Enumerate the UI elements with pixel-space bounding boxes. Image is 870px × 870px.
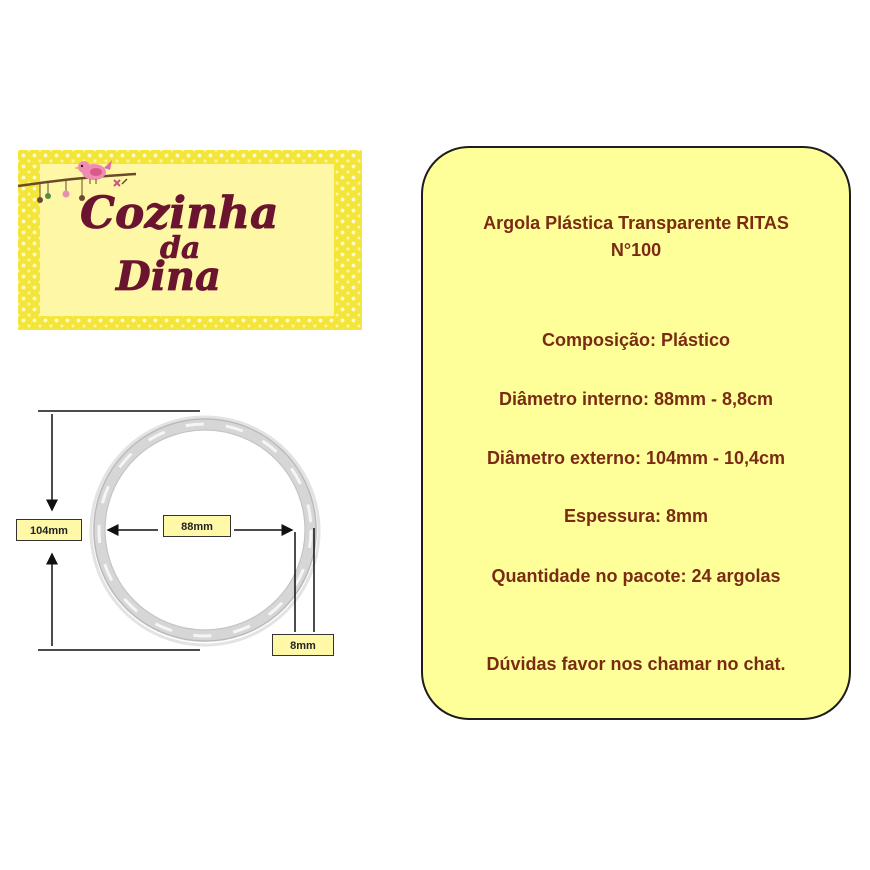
ring-inner-edge xyxy=(104,429,306,631)
brand-logo-banner: Cozinha da Dina xyxy=(18,150,362,330)
logo-text-line1: Cozinha xyxy=(80,188,279,239)
ring-dimension-diagram: 104mm 88mm 8mm xyxy=(0,390,400,680)
thickness-text: Espessura: 8mm xyxy=(563,506,709,526)
product-title: Argola Plástica Transparente RITAS N°100 xyxy=(423,210,849,264)
outer-diameter-text: Diâmetro externo: 104mm - 10,4cm xyxy=(486,448,786,468)
product-title-line2: N°100 xyxy=(610,240,662,260)
thickness-label: 8mm xyxy=(272,634,334,656)
ring-drawing xyxy=(38,410,321,651)
contact-text: Dúvidas favor nos chamar no chat. xyxy=(486,654,786,674)
ring-highlight xyxy=(97,422,313,638)
quantity-text: Quantidade no pacote: 24 argolas xyxy=(491,566,781,586)
composition-text: Composição: Plástico xyxy=(541,330,731,350)
ring-outer-edge xyxy=(93,418,317,642)
inner-diameter-text: Diâmetro interno: 88mm - 8,8cm xyxy=(498,389,774,409)
logo-inner-panel xyxy=(40,164,334,316)
product-title-line1: Argola Plástica Transparente RITAS xyxy=(483,213,789,233)
logo-text-line2: da xyxy=(160,231,200,266)
logo-text-line3: Dina xyxy=(115,253,221,300)
hanging-flowers-icon xyxy=(37,178,128,203)
product-info-card: Argola Plástica Transparente RITAS N°100… xyxy=(421,146,851,720)
inner-diameter-label: 88mm xyxy=(163,515,231,537)
branch-icon xyxy=(18,172,137,188)
outer-diameter-label: 104mm xyxy=(16,519,82,541)
logo-artwork: Cozinha da Dina xyxy=(18,160,279,300)
bird-icon xyxy=(74,160,112,184)
ring-shadow xyxy=(89,415,321,647)
